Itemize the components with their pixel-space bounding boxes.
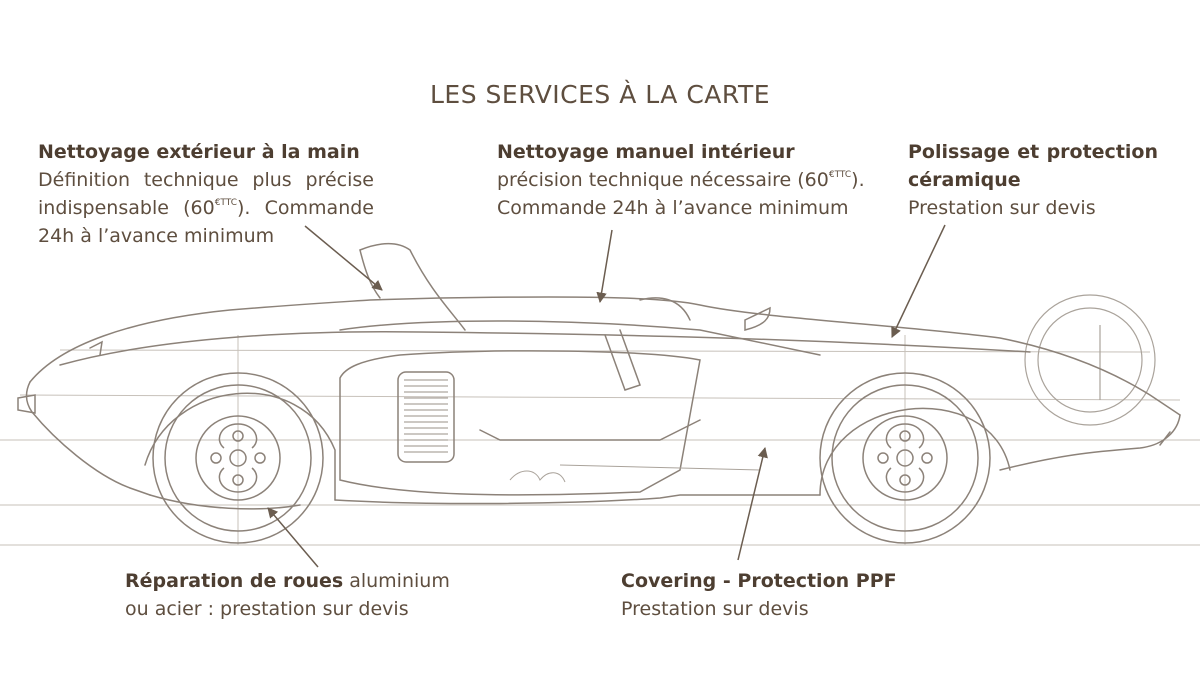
arrow-covering [737, 446, 768, 561]
side-vent-slats [404, 379, 448, 453]
callout-text-part: ). Commande 24h à l’avance minimum [497, 169, 865, 219]
callout-text: aluminium ou acier : prestation sur devi… [125, 570, 450, 620]
spare-wheel [1024, 294, 1156, 426]
arrow-polish [891, 224, 946, 338]
callout-text-part: précision technique nécessaire (60 [497, 169, 829, 191]
car-body [17, 242, 1181, 510]
arrow-exterior [304, 225, 383, 291]
page-title: LES SERVICES À LA CARTE [429, 80, 771, 109]
callout-text: Prestation sur devis [908, 197, 1096, 219]
callout-text: Prestation sur devis [621, 598, 809, 620]
rear-wheel [819, 372, 991, 544]
callout-interior-cleaning: Nettoyage manuel intérieur précision tec… [497, 138, 877, 222]
price-unit: €TTC [214, 198, 238, 208]
callout-text: Définition technique plus précise indisp… [38, 166, 374, 250]
callout-heading: Réparation de roues [125, 570, 344, 592]
arrow-wheels [267, 507, 319, 568]
arrow-interior [596, 229, 613, 304]
callout-polish-ceramic: Polissage et protection céramique Presta… [908, 138, 1158, 222]
callout-text-part: ). Commande 24h à l’avance minimum [38, 197, 374, 247]
exhaust-detail [509, 464, 761, 483]
callout-heading: Polissage et protection céramique [908, 141, 1158, 191]
callout-wheel-repair: Réparation de roues aluminium ou acier :… [125, 567, 465, 623]
callout-covering-ppf: Covering - Protection PPF Prestation sur… [621, 567, 921, 623]
callout-text-part: Définition technique plus précise indisp… [38, 169, 374, 219]
front-wheel [152, 372, 324, 544]
callout-arrows [267, 224, 946, 568]
callout-exterior-cleaning: Nettoyage extérieur à la main Définition… [38, 138, 374, 250]
callout-heading: Nettoyage extérieur à la main [38, 141, 360, 163]
callout-text: précision technique nécessaire (60€TTC).… [497, 166, 877, 222]
callout-heading: Covering - Protection PPF [621, 570, 897, 592]
price-unit: €TTC [828, 170, 852, 180]
callout-heading: Nettoyage manuel intérieur [497, 141, 795, 163]
